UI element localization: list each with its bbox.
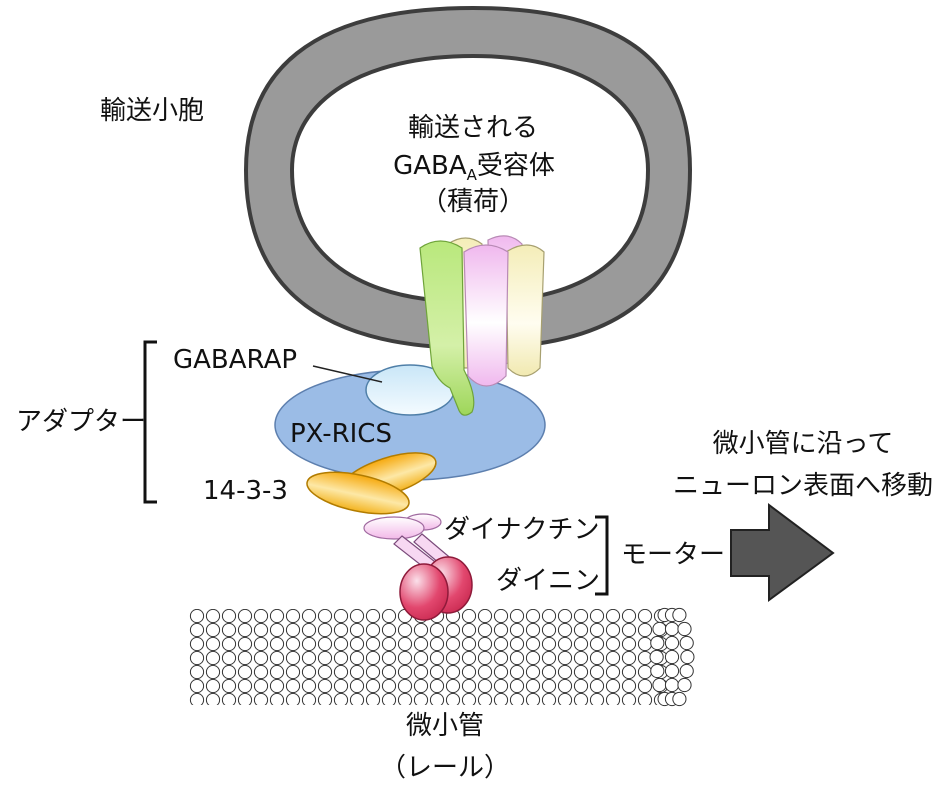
receptor-subunit-pink-front xyxy=(463,244,509,387)
microtubule-end-subunit xyxy=(664,649,680,665)
microtubule-end-subunit xyxy=(679,635,694,651)
microtubule-end-subunit xyxy=(664,663,680,679)
dynein-label: ダイニン xyxy=(496,566,601,596)
microtubule-end-subunit xyxy=(679,663,694,679)
microtubule-end-subunit xyxy=(652,621,667,637)
microtubule-end-subunit xyxy=(664,621,680,637)
cargo-receptor: 受容体 xyxy=(476,151,555,181)
p1433-label: 14-3-3 xyxy=(203,476,288,506)
microtubule xyxy=(189,607,695,707)
microtubule-end-subunit xyxy=(650,635,665,651)
microtubule-end-subunit xyxy=(664,677,680,693)
gaba-receptor xyxy=(419,235,545,416)
microtubule-end-subunit xyxy=(672,691,687,707)
direction-label-line1: 微小管に沿って xyxy=(712,429,894,459)
adapter-bracket xyxy=(143,340,157,504)
pxrics-label: PX-RICS xyxy=(290,419,392,449)
receptor-subunit-yellow-right xyxy=(505,244,545,377)
motor-label: モーター xyxy=(621,540,726,570)
microtubule-end-subunit xyxy=(677,621,692,637)
direction-arrow xyxy=(730,503,835,602)
dynein-protein xyxy=(393,533,473,621)
adapter-label: アダプター xyxy=(16,407,147,437)
cargo-label-line1: 輸送される xyxy=(407,113,538,143)
microtubule-end-subunit xyxy=(672,607,687,623)
microtubule-end-subunit xyxy=(649,649,664,665)
cargo-label-line3: （積荷） xyxy=(420,187,525,217)
dynactin-label: ダイナクチン xyxy=(444,515,600,545)
microtubule-end-subunit xyxy=(677,677,692,693)
microtubule-end-subunit xyxy=(652,677,667,693)
microtubule-end-subunit xyxy=(650,663,665,679)
gabarap-label: GABARAP xyxy=(173,345,298,375)
cargo-subscript: A xyxy=(466,166,477,184)
dynactin-protein xyxy=(363,513,442,540)
microtubule-end-subunit xyxy=(664,635,680,651)
motor-bracket xyxy=(595,515,609,596)
p1433-protein xyxy=(306,452,437,515)
receptor-subunit-green xyxy=(419,240,475,416)
microtubule-label-line2: （レール） xyxy=(379,753,510,783)
microtubule-label-line1: 微小管 xyxy=(405,711,484,741)
direction-label-line2: ニューロン表面へ移動 xyxy=(672,471,933,501)
cargo-label-line2: GABAA受容体 xyxy=(372,153,576,183)
gabarap-pointer xyxy=(312,365,383,383)
microtubule-end-subunit xyxy=(680,649,695,665)
cargo-gaba: GABA xyxy=(393,151,467,181)
vesicle-label: 輸送小胞 xyxy=(100,96,205,126)
